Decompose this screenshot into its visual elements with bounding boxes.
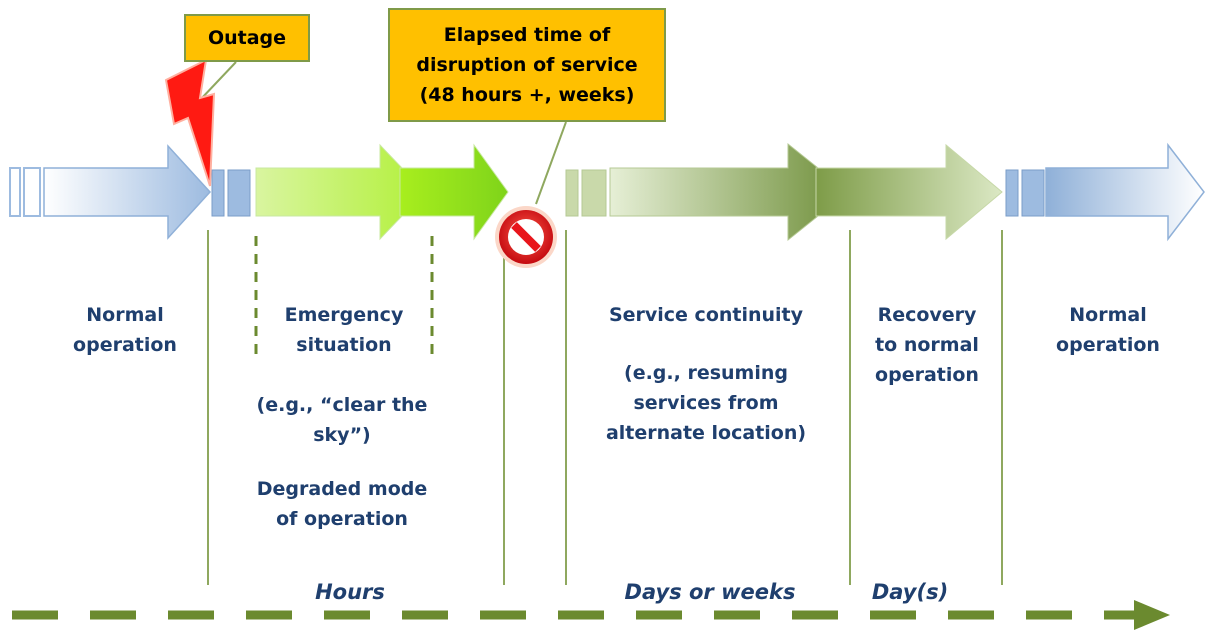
degraded-line-1: Degraded mode xyxy=(256,478,428,500)
elapsed-callout-line-1: Elapsed time of xyxy=(443,24,611,46)
emergency-example-label: (e.g., “clear the sky”) xyxy=(222,390,462,450)
continuity-title: Service continuity xyxy=(608,304,804,326)
outage-leader-line xyxy=(199,61,237,101)
emergency-line-1: Emergency xyxy=(284,304,404,326)
normal-end-line-2: operation xyxy=(1056,334,1160,356)
timescale-days-or-weeks: Days or weeks xyxy=(624,580,796,604)
emergency-situation-label: Emergency situation xyxy=(256,300,432,360)
time-axis-arrowhead xyxy=(1134,600,1170,630)
emergency-line-2: situation xyxy=(296,334,392,356)
elapsed-callout-line-3: (48 hours +, weeks) xyxy=(419,84,635,106)
outage-marker-blocks xyxy=(211,169,251,217)
continuity-example-line-3: alternate location) xyxy=(605,422,807,444)
elapsed-leader-line xyxy=(535,121,567,205)
recovery-line-3: operation xyxy=(875,364,979,386)
emergency-brackets xyxy=(254,236,434,362)
normal-operation-arrow-end xyxy=(1005,142,1205,242)
outage-callout: Outage xyxy=(184,14,310,62)
continuity-example-line-1: (e.g., resuming xyxy=(624,362,788,384)
emergency-example-line-2: sky”) xyxy=(313,424,371,446)
lightning-bolt-icon xyxy=(164,58,216,187)
service-continuity-arrow xyxy=(565,142,1003,242)
degraded-line-2: of operation xyxy=(276,508,408,530)
service-continuity-label: Service continuity xyxy=(568,300,844,330)
emergency-example-line-1: (e.g., “clear the xyxy=(256,394,428,416)
service-continuity-example-label: (e.g., resuming services from alternate … xyxy=(568,358,844,448)
outage-callout-text: Outage xyxy=(207,27,287,49)
normal-operation-arrow-start xyxy=(9,144,212,240)
callout-leaders xyxy=(199,61,567,205)
normal-end-line-1: Normal xyxy=(1069,304,1147,326)
recovery-line-2: to normal xyxy=(875,334,979,356)
phase-separators xyxy=(207,230,1003,585)
no-entry-icon xyxy=(495,206,557,268)
normal-start-line-1: Normal xyxy=(86,304,164,326)
continuity-example-line-2: services from xyxy=(633,392,779,414)
recovery-label: Recovery to normal operation xyxy=(852,300,1002,390)
recovery-line-1: Recovery xyxy=(877,304,977,326)
timescale-hours: Hours xyxy=(315,580,385,604)
time-axis xyxy=(12,600,1170,630)
emergency-arrow xyxy=(255,143,509,241)
normal-operation-start-label: Normal operation xyxy=(40,300,210,360)
normal-start-line-2: operation xyxy=(73,334,177,356)
elapsed-callout-line-2: disruption of service xyxy=(416,54,638,76)
elapsed-time-callout: Elapsed time of disruption of service (4… xyxy=(388,8,666,122)
timescale-days: Day(s) xyxy=(871,580,949,604)
normal-operation-end-label: Normal operation xyxy=(1020,300,1196,360)
degraded-mode-label: Degraded mode of operation xyxy=(222,474,462,534)
